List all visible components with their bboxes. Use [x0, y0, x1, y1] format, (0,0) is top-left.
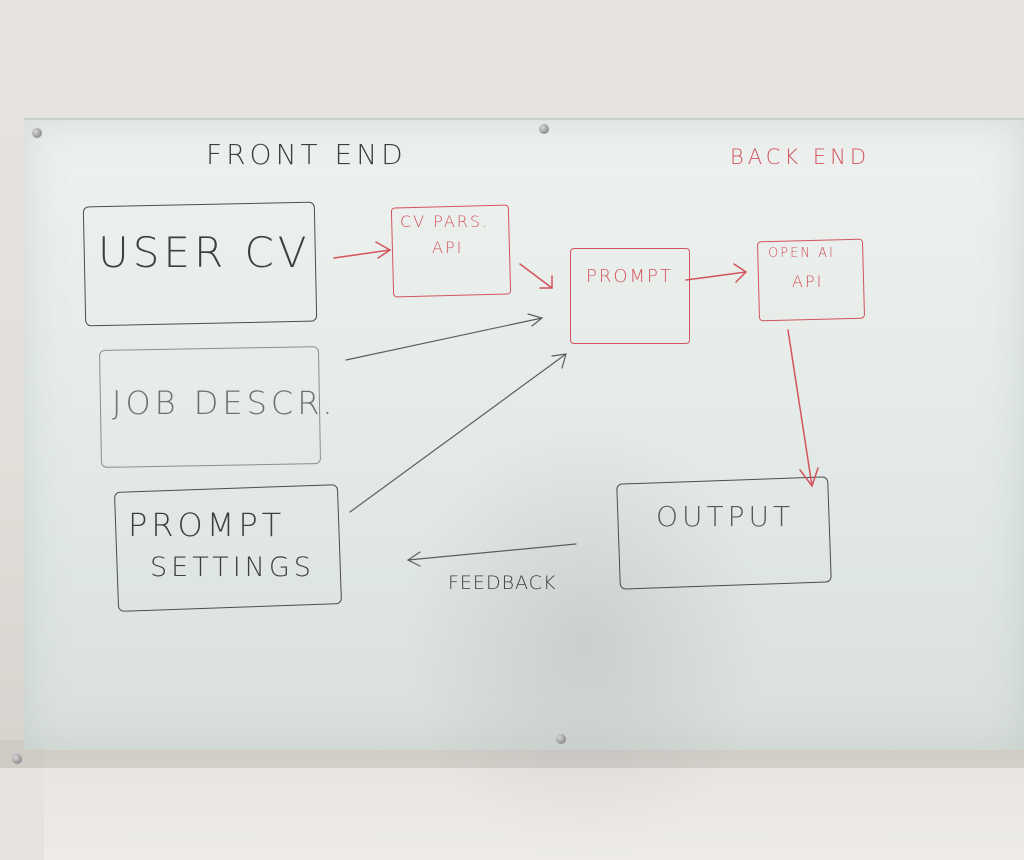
arrow-cvparse-to-prompt — [519, 263, 553, 289]
output-label: OUTPUT — [656, 500, 795, 533]
openai-api-label-line1: OPEN AI — [768, 246, 835, 261]
arrow-jobdescr-to-prompt — [345, 313, 544, 361]
screw-top-center — [539, 124, 549, 134]
arrow-prompt-to-openai — [685, 263, 748, 283]
arrow-settings-to-prompt — [349, 353, 567, 513]
job-descr-label: JOB DESCR. — [112, 384, 337, 422]
screw-bottom-left — [12, 754, 22, 764]
arrow-usercv-to-cvparse — [333, 241, 392, 259]
openai-api-label-line2: API — [792, 272, 824, 291]
flow-arrows — [333, 241, 819, 567]
prompt-settings-label-line1: PROMPT — [128, 506, 286, 544]
arrow-output-feedback — [406, 543, 577, 567]
prompt-label: PROMPT — [586, 266, 673, 287]
cv-parse-api-label-line1: CV PARS. — [400, 212, 490, 231]
arrow-openai-to-output — [787, 329, 819, 488]
user-cv-label: USER CV — [98, 228, 311, 277]
screw-bottom-center — [556, 734, 566, 744]
feedback-label: FEEDBACK — [448, 572, 557, 594]
back-end-heading: BACK END — [730, 145, 871, 169]
cv-parse-api-label-line2: API — [432, 238, 464, 257]
prompt-settings-label-line2: SETTINGS — [150, 552, 315, 583]
screw-top-left — [32, 128, 42, 138]
prompt-box — [570, 248, 690, 344]
front-end-heading: FRONT END — [206, 138, 407, 171]
